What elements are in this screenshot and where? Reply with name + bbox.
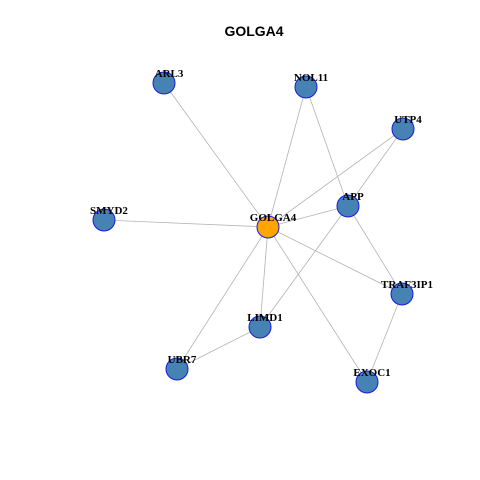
edge-utp4-app [347,128,404,207]
node-label-traf3ip1: TRAF3IP1 [381,279,433,291]
edge-golga4-arl3 [163,82,269,228]
edge-nol11-app [305,86,349,207]
edge-traf3ip1-exoc1 [366,293,403,383]
node-label-app: APP [342,191,364,203]
node-label-golga4: GOLGA4 [250,212,297,224]
node-exoc1[interactable] [355,370,379,394]
node-ubr7[interactable] [165,357,189,381]
edge-golga4-utp4 [267,128,404,228]
node-label-arl3: ARL3 [155,68,184,80]
node-limd1[interactable] [248,315,272,339]
node-utp4[interactable] [391,117,415,141]
edge-limd1-ubr7 [176,326,261,370]
node-label-smyd2: SMYD2 [90,205,128,217]
edge-golga4-nol11 [267,86,307,228]
node-label-utp4: UTP4 [394,114,422,126]
node-arl3[interactable] [152,71,176,95]
node-label-exoc1: EXOC1 [353,367,390,379]
edge-golga4-traf3ip1 [267,226,403,295]
node-layer [92,71,415,394]
node-label-ubr7: UBR7 [168,354,197,366]
node-nol11[interactable] [294,75,318,99]
node-traf3ip1[interactable] [390,282,414,306]
graph-title: GOLGA4 [224,23,283,39]
edge-golga4-app [267,205,349,228]
edge-layer [103,82,404,383]
edge-app-traf3ip1 [347,205,403,295]
node-app[interactable] [336,194,360,218]
edge-golga4-ubr7 [176,226,269,370]
edge-golga4-exoc1 [267,226,368,383]
edge-golga4-limd1 [259,226,269,328]
edge-app-limd1 [259,205,349,328]
node-label-limd1: LIMD1 [247,312,282,324]
node-smyd2[interactable] [92,208,116,232]
node-label-nol11: NOL11 [294,72,328,84]
edge-golga4-smyd2 [103,219,269,228]
node-golga4[interactable] [256,215,280,239]
